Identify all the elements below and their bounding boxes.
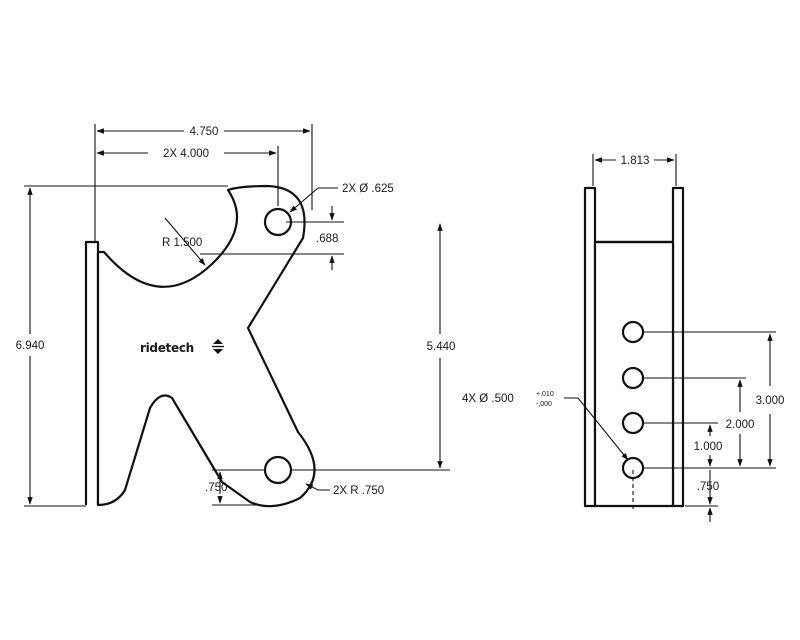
dim-span-1-label: 1.000 xyxy=(694,441,723,453)
callout-tolerance-plus: +.010 xyxy=(536,391,554,398)
callout-tolerance-minus: -.000 xyxy=(536,401,552,408)
brand-logo: ridetech xyxy=(140,341,194,355)
callout-side-holes: 4X Ø .500 +.010 -.000 xyxy=(462,391,629,461)
dim-hole-center-height: 5.440 xyxy=(292,223,456,471)
callout-radius-cut: R 1.500 xyxy=(162,217,206,266)
dim-top-hole-offset-label: .688 xyxy=(316,233,338,245)
side-hole-2 xyxy=(621,366,645,390)
dim-overall-width-label: 4.750 xyxy=(190,126,219,138)
dim-span-2-label: 2.000 xyxy=(726,419,755,431)
side-hole-1 xyxy=(621,320,645,344)
front-view-back-plate xyxy=(84,240,100,505)
callout-bottom-radius-label: 2X R .750 xyxy=(333,485,384,497)
dim-side-width: 1.813 xyxy=(592,154,677,186)
dim-bottom-offset-label: .750 xyxy=(205,482,227,494)
dim-side-bottom-offset-label: .750 xyxy=(697,481,719,493)
dim-overall-height: 6.940 xyxy=(16,185,228,507)
dim-span-1: 1.000 xyxy=(694,424,723,467)
dim-span-3: 3.000 xyxy=(756,333,785,467)
dim-side-bottom-offset: .750 xyxy=(697,470,719,522)
side-right-wall xyxy=(671,186,685,508)
dim-overall-width: 4.750 xyxy=(94,124,313,242)
dim-hole-spacing: 2X 4.000 xyxy=(96,146,279,206)
dim-hole-spacing-label: 2X 4.000 xyxy=(163,148,209,160)
callout-bottom-radius: 2X R .750 xyxy=(305,483,384,497)
dim-span-2: 2.000 xyxy=(726,379,755,467)
dim-bottom-offset: .750 xyxy=(205,469,264,506)
brand-logo-icon xyxy=(212,339,224,354)
dim-hole-center-height-label: 5.440 xyxy=(427,341,456,353)
side-hole-3 xyxy=(621,411,645,435)
callout-side-holes-label: 4X Ø .500 xyxy=(462,393,514,405)
side-left-wall xyxy=(583,186,597,508)
side-hole-4 xyxy=(621,456,645,480)
callout-radius-cut-label: R 1.500 xyxy=(162,237,202,249)
callout-top-hole-label: 2X Ø .625 xyxy=(342,183,394,195)
dim-side-width-label: 1.813 xyxy=(621,155,650,167)
front-view: ridetech 4.750 2X 4.000 2X Ø .625 xyxy=(16,124,456,508)
callout-top-hole: 2X Ø .625 xyxy=(289,183,394,213)
front-bottom-hole xyxy=(263,455,293,485)
dim-top-hole-offset: .688 xyxy=(200,206,344,270)
dim-span-3-label: 3.000 xyxy=(756,395,785,407)
front-view-bracket-outline xyxy=(96,184,316,508)
dim-overall-height-label: 6.940 xyxy=(16,340,45,352)
side-view: 1.813 4X Ø .500 +.010 -.000 3.000 2.000 xyxy=(462,154,784,522)
